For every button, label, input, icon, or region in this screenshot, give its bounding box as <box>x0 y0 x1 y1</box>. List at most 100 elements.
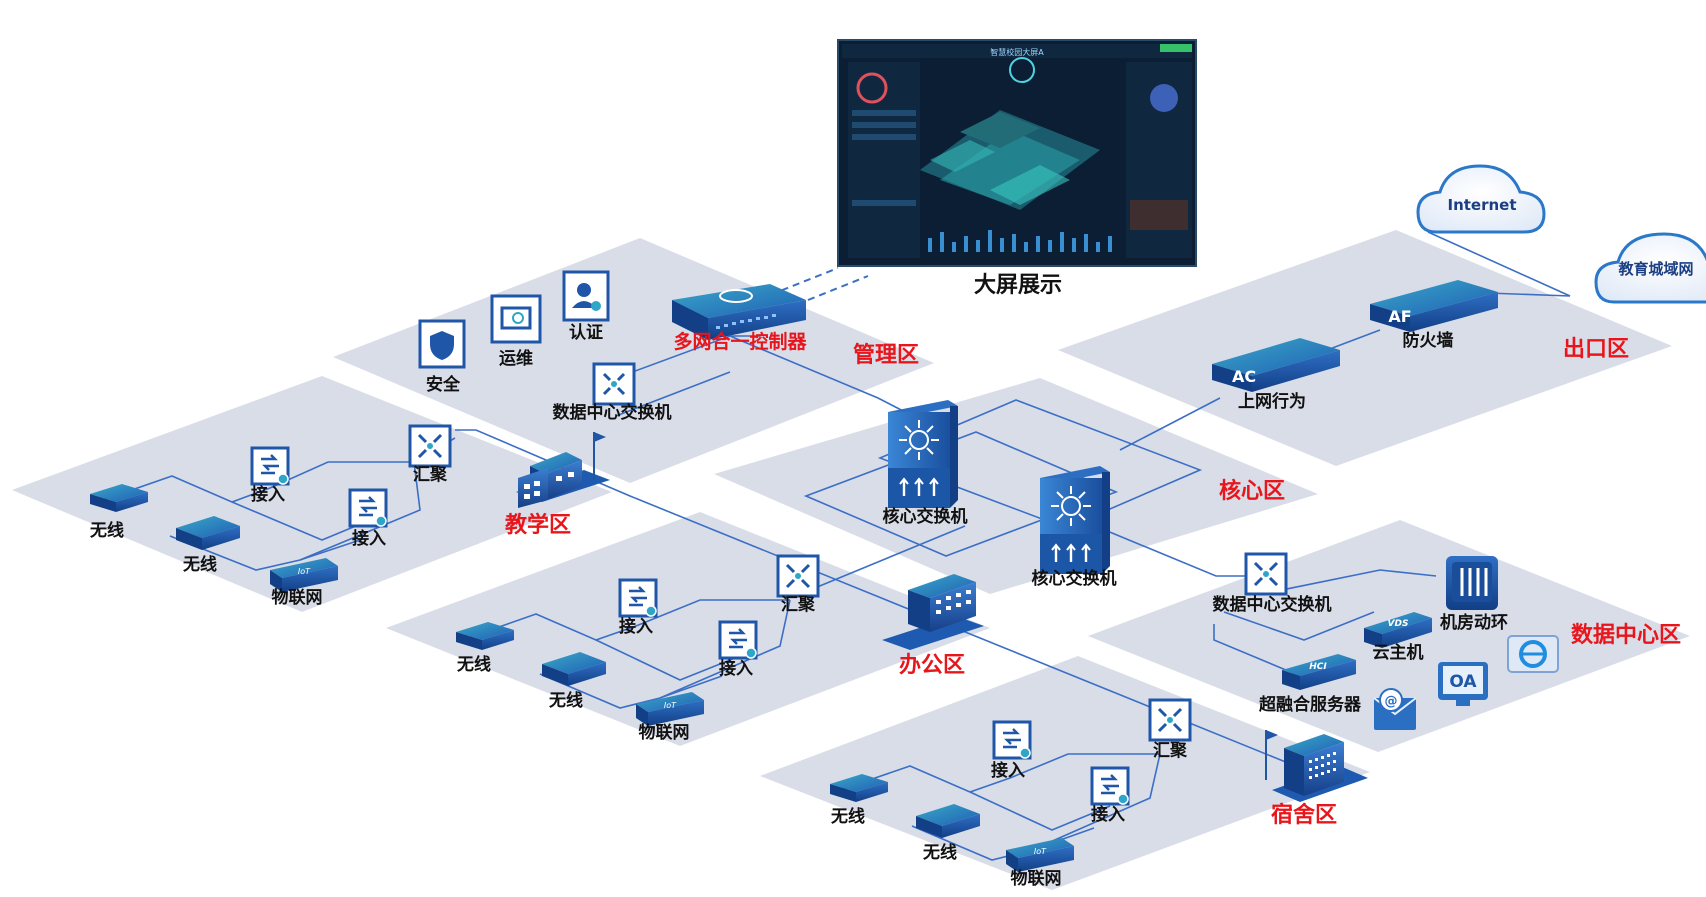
office-wireless-1-label: 无线 <box>456 654 491 675</box>
vds-device: VDS <box>1364 612 1432 648</box>
teaching-access-1 <box>250 446 290 486</box>
dorm-aggregate <box>1148 698 1192 742</box>
teaching-wireless-1-label: 无线 <box>89 520 124 541</box>
platform-exit <box>1058 230 1672 466</box>
mgmt-dc-switch-node <box>592 362 636 406</box>
auth-label: 认证 <box>569 322 603 343</box>
platform-teaching <box>12 376 612 612</box>
zone-label-management: 管理区 <box>853 342 919 368</box>
ac-badge: AC <box>1232 367 1256 386</box>
dorm-iot-label: 物联网 <box>1011 868 1062 889</box>
zone-label-teaching: 教学区 <box>505 512 571 538</box>
teaching-iot-label: 物联网 <box>272 587 323 608</box>
zone-label-datacenter: 数据中心区 <box>1571 622 1681 648</box>
security-label: 安全 <box>426 374 461 395</box>
core-switch-1-label: 核心交换机 <box>883 506 968 527</box>
dorm-wireless-2 <box>916 804 980 838</box>
ac-label: 上网行为 <box>1238 391 1306 412</box>
zone-label-exit: 出口区 <box>1563 337 1629 362</box>
platform-core <box>714 378 1318 594</box>
dc-switch-label: 数据中心交换机 <box>1213 594 1332 615</box>
dorm-access-2 <box>1090 766 1130 806</box>
datacenter-zone: 数据中心交换机 VDS 云主机 HCI 超融合服务器 机房动环 OA <box>1213 552 1681 730</box>
af-label: 防火墙 <box>1403 330 1454 351</box>
office-iot-label: 物联网 <box>639 722 690 743</box>
dorm-iot-badge: IoT <box>1034 847 1047 856</box>
dorm-wireless-1 <box>830 774 888 802</box>
cloud-internet: Internet <box>1416 164 1546 234</box>
office-access-1-label: 接入 <box>619 616 653 637</box>
hci-label: 超融合服务器 <box>1259 694 1362 715</box>
dorm-access-1 <box>992 720 1032 760</box>
hci-badge: HCI <box>1309 662 1327 672</box>
teaching-access-1-label: 接入 <box>251 484 285 505</box>
office-zone: 无线 无线 IoT 物联网 接入 接入 <box>456 554 984 743</box>
dorm-building <box>1265 730 1368 802</box>
office-iot: IoT <box>636 692 704 726</box>
office-wireless-2 <box>542 652 606 686</box>
platforms <box>12 230 1690 890</box>
big-screen: 智慧校园大屏A 大屏展示 <box>837 39 1197 298</box>
cloud-metro: 教育城域网 <box>1594 232 1706 304</box>
controller-device <box>672 284 806 340</box>
teaching-iot-badge: IoT <box>298 567 311 576</box>
dorm-iot: IoT <box>1006 838 1074 872</box>
office-aggregate-label: 汇聚 <box>781 595 816 615</box>
core-switch-1 <box>888 400 958 508</box>
hci-device: HCI <box>1282 654 1356 690</box>
office-access-1 <box>618 578 658 618</box>
auth-node <box>562 270 610 322</box>
office-access-2 <box>718 620 758 660</box>
vds-badge: VDS <box>1388 619 1409 629</box>
security-node <box>418 319 466 369</box>
teaching-iot: IoT <box>270 558 338 592</box>
oa-label: OA <box>1449 672 1477 692</box>
teaching-zone: 无线 无线 IoT 物联网 接入 接入 <box>89 424 610 608</box>
cloud-metro-label: 教育城域网 <box>1617 260 1693 278</box>
dorm-wireless-2-label: 无线 <box>922 842 957 863</box>
teaching-access-2-label: 接入 <box>352 528 386 549</box>
ops-label: 运维 <box>499 348 533 369</box>
dorm-zone: 无线 无线 IoT 物联网 接入 接入 <box>830 698 1368 889</box>
af-device: AF <box>1370 280 1498 332</box>
office-aggregate <box>776 554 820 598</box>
cloud-internet-label: Internet <box>1447 196 1516 214</box>
controller-label: 多网合一控制器 <box>673 330 807 353</box>
zone-label-dorm: 宿舍区 <box>1271 802 1337 828</box>
core-switch-2 <box>1040 466 1110 574</box>
dorm-access-1-label: 接入 <box>991 760 1025 781</box>
oa-icon: OA <box>1438 662 1488 706</box>
big-screen-caption: 大屏展示 <box>974 273 1062 298</box>
office-building <box>882 574 984 650</box>
core-zone: 核心交换机 核心交换机 核心区 <box>883 400 1285 589</box>
office-access-2-label: 接入 <box>719 658 753 679</box>
browser-icon <box>1507 635 1559 673</box>
dc-switch-node <box>1244 552 1288 596</box>
dorm-aggregate-label: 汇聚 <box>1153 741 1188 761</box>
dorm-wireless-1-label: 无线 <box>830 806 865 827</box>
dorm-access-2-label: 接入 <box>1091 804 1125 825</box>
office-iot-badge: IoT <box>664 701 677 710</box>
platform-dorm <box>760 656 1370 890</box>
email-at-glyph: @ <box>1385 694 1398 709</box>
teaching-aggregate-label: 汇聚 <box>413 465 448 485</box>
env-monitor-label: 机房动环 <box>1440 612 1508 633</box>
ac-device: AC <box>1212 338 1340 392</box>
exit-zone: AC 上网行为 AF 防火墙 出口区 <box>1212 280 1629 412</box>
teaching-building <box>516 432 610 508</box>
teaching-aggregate <box>408 424 452 468</box>
screen-title: 智慧校园大屏A <box>990 47 1044 57</box>
management-zone: 认证 运维 安全 多网合一控制器 <box>418 270 919 423</box>
af-badge: AF <box>1388 307 1411 326</box>
zone-label-core: 核心区 <box>1219 478 1285 504</box>
core-switch-2-label: 核心交换机 <box>1032 568 1117 589</box>
teaching-wireless-2-label: 无线 <box>182 554 217 575</box>
env-monitor-device <box>1446 556 1498 610</box>
mgmt-dc-switch-label: 数据中心交换机 <box>553 402 672 423</box>
teaching-wireless-2 <box>176 516 240 550</box>
ops-node <box>490 294 542 344</box>
teaching-wireless-1 <box>90 484 148 512</box>
teaching-access-2 <box>348 488 388 528</box>
email-icon: @ <box>1373 688 1417 730</box>
